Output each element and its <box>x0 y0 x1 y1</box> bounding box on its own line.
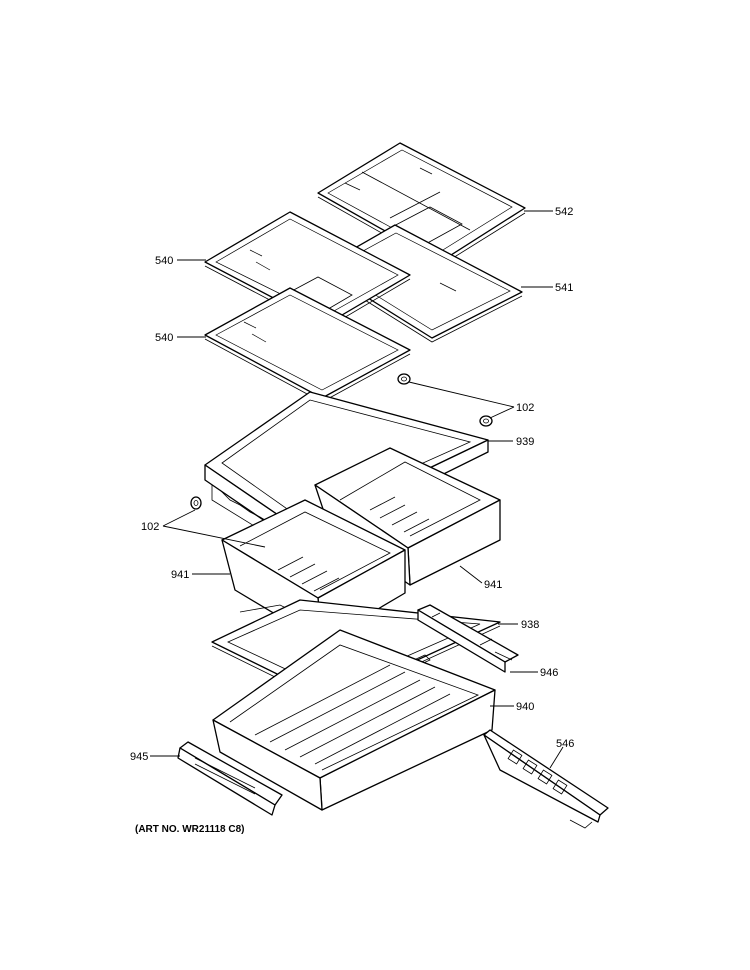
callout-542: 542 <box>555 206 573 218</box>
callout-940: 940 <box>516 701 534 713</box>
callout-939: 939 <box>516 436 534 448</box>
callout-540-lower: 540 <box>155 332 173 344</box>
art-number: (ART NO. WR21118 C8) <box>135 824 244 835</box>
drawer-divider-546 <box>483 729 609 829</box>
callout-945: 945 <box>130 751 148 763</box>
bracket-pin-102-b <box>479 415 493 427</box>
shelf-540-lower <box>204 287 411 403</box>
callout-540-upper: 540 <box>155 255 173 267</box>
bracket-pin-102-a <box>397 373 411 385</box>
callout-941-left: 941 <box>171 569 189 581</box>
callout-946: 946 <box>540 667 558 679</box>
callout-102-upper: 102 <box>516 402 534 414</box>
leader-lines <box>150 210 564 769</box>
callout-941-right: 941 <box>484 579 502 591</box>
drawer-rail-945 <box>177 741 283 816</box>
bracket-pin-102-c <box>190 496 202 510</box>
callout-546: 546 <box>556 738 574 750</box>
slide-rail-946 <box>417 604 519 673</box>
callout-102-left: 102 <box>141 521 159 533</box>
callout-938: 938 <box>521 619 539 631</box>
callout-541: 541 <box>555 282 573 294</box>
callout-labels: 542 540 541 540 102 939 102 941 941 938 … <box>130 206 574 763</box>
pantry-drawer-940 <box>212 629 496 811</box>
